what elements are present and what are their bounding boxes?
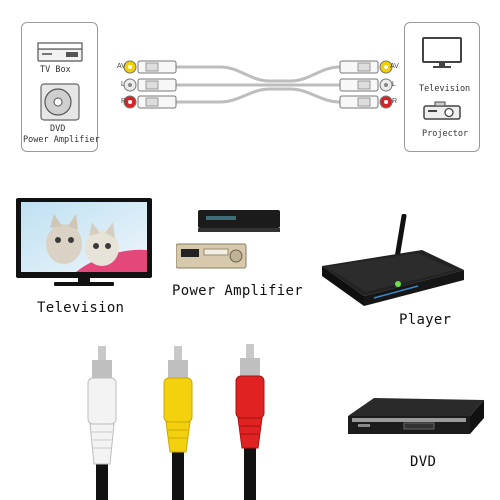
player-image xyxy=(322,214,464,306)
tv-box-icon xyxy=(37,42,83,62)
dvd-disc-icon xyxy=(40,83,80,121)
power-amplifier-caption: Power Amplifier xyxy=(172,283,303,299)
left-plugs xyxy=(137,60,177,109)
monitor-icon xyxy=(422,37,462,68)
player-caption: Player xyxy=(399,312,452,328)
av-label-right: AV xyxy=(390,63,399,70)
tv-box-label: TV Box xyxy=(40,65,71,75)
white-plug xyxy=(87,346,117,465)
rca-cable-diagram xyxy=(123,60,393,109)
television-image xyxy=(16,198,152,286)
projector-small-label: Projector xyxy=(422,129,469,139)
red-plug xyxy=(235,344,265,449)
projector-icon xyxy=(423,101,461,120)
r-label-right: R xyxy=(392,98,398,105)
dvd-caption: DVD xyxy=(410,454,437,470)
l-label-left: L xyxy=(121,81,125,88)
rca-plugs-image xyxy=(87,344,265,500)
power-amplifier-small-label: Power Amplifier xyxy=(23,135,100,145)
display-devices-box: Television Projector xyxy=(404,22,480,152)
right-plugs xyxy=(339,60,379,109)
dvd-player-image xyxy=(348,398,484,434)
yellow-plug xyxy=(163,346,193,453)
power-amplifier-image xyxy=(176,210,280,269)
l-label-right: L xyxy=(392,81,396,88)
av-label-left: AV xyxy=(117,63,126,70)
r-label-left: R xyxy=(121,98,127,105)
television-small-label: Television xyxy=(419,84,471,94)
dvd-label: DVD xyxy=(50,124,66,134)
television-caption: Television xyxy=(37,300,125,316)
source-devices-box: TV Box DVD Power Amplifier xyxy=(21,22,100,152)
